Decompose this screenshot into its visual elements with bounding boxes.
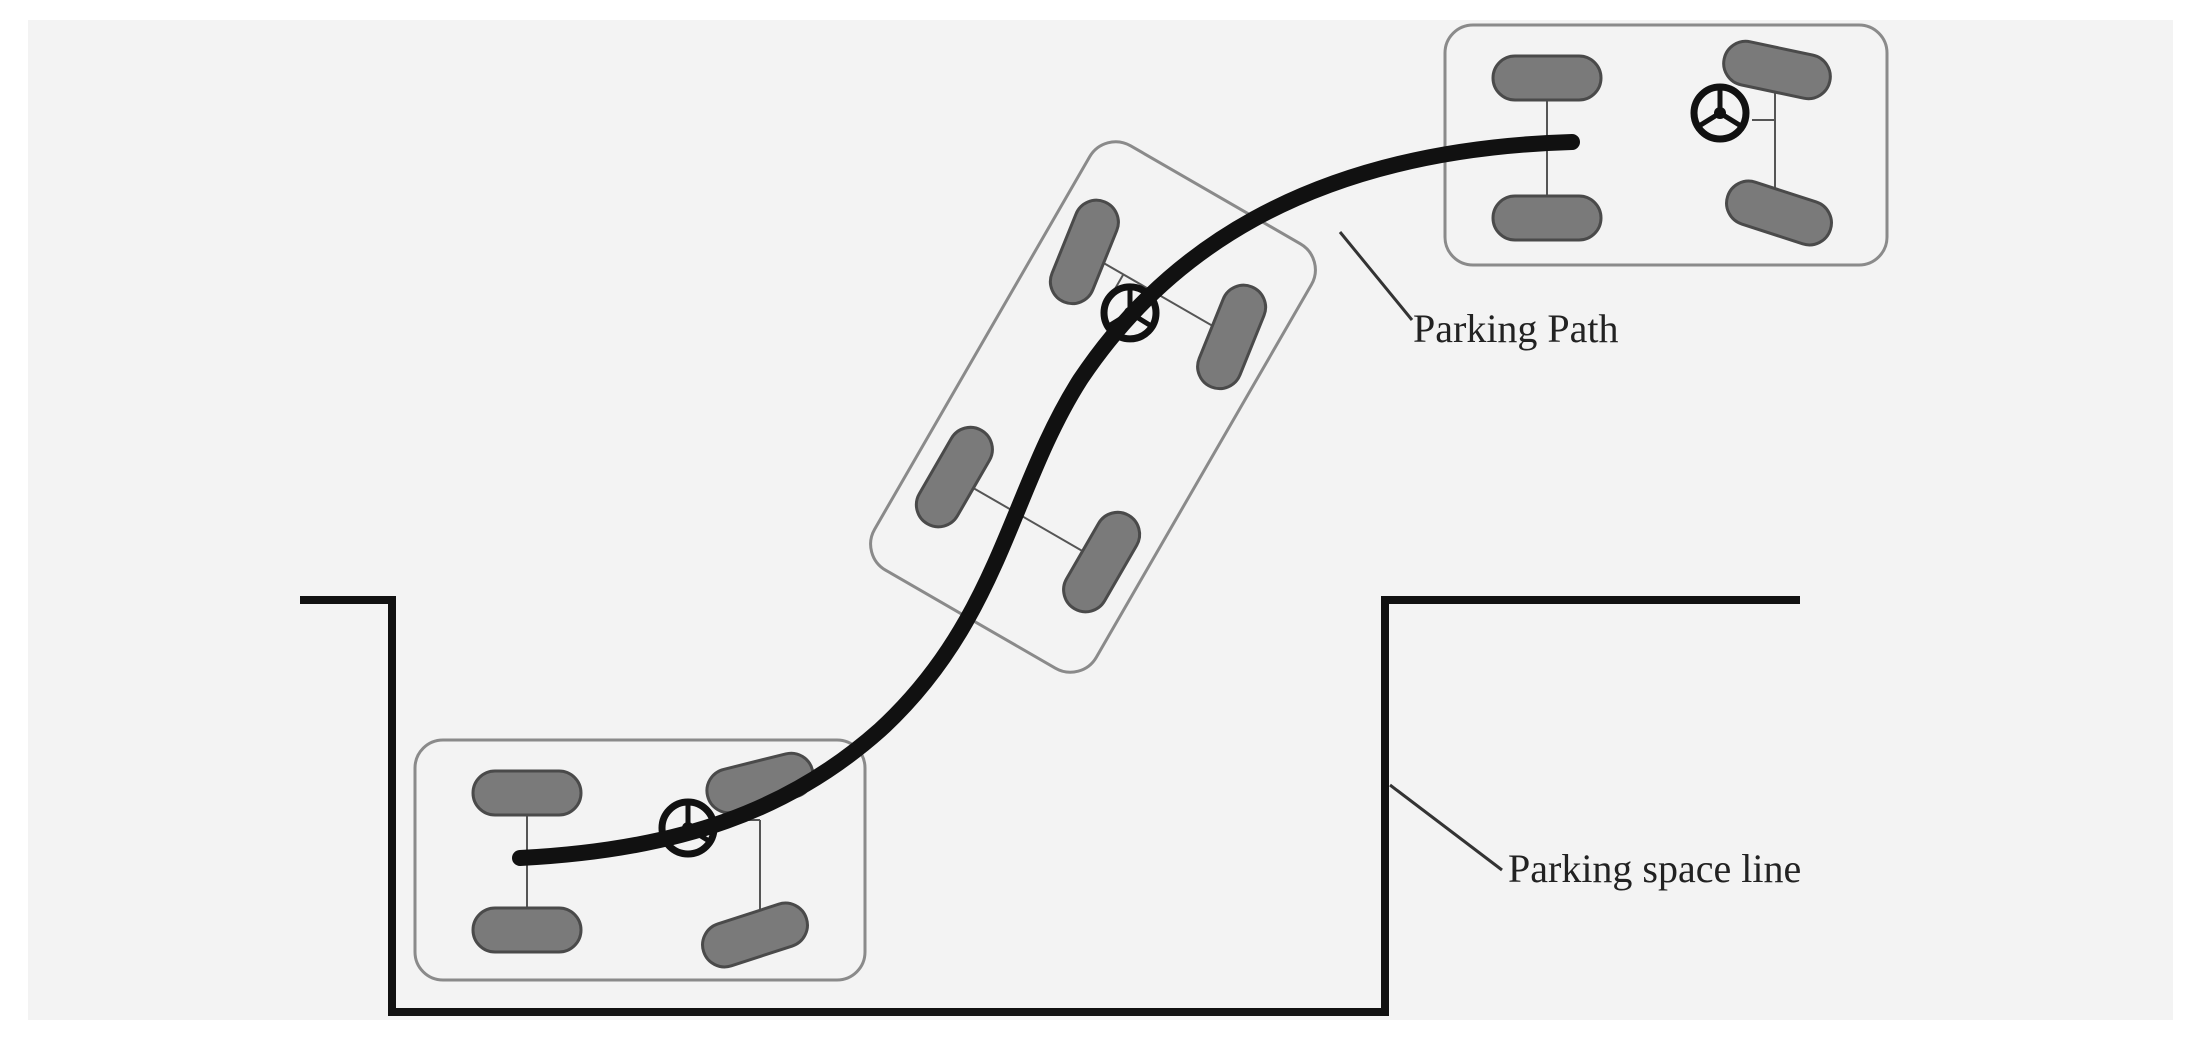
parking-space-line-label: Parking space line <box>1508 846 1801 891</box>
wheel-icon <box>1491 194 1603 242</box>
car-start <box>1443 23 1889 267</box>
parking-space-line <box>300 596 1800 1016</box>
wheel-icon <box>471 769 583 817</box>
car-end <box>413 738 867 982</box>
wheel-icon <box>471 906 583 954</box>
parking-space-leader <box>1389 783 1503 872</box>
parking-path-leader <box>1338 231 1414 321</box>
parking-path-label: Parking Path <box>1413 306 1619 351</box>
parking-path-curve <box>512 134 1580 866</box>
wheel-icon <box>1491 54 1603 102</box>
